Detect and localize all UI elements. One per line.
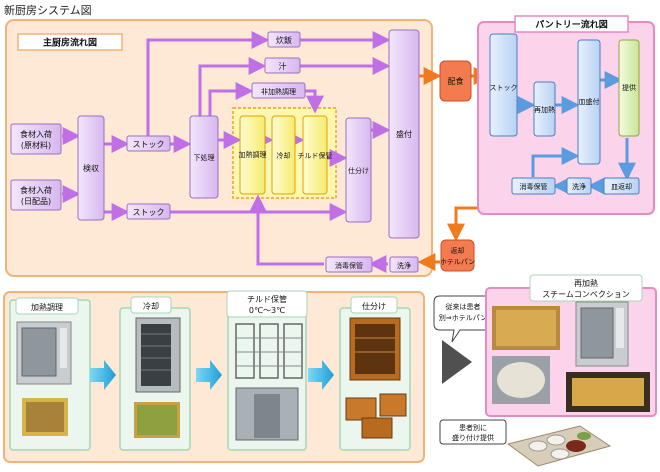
- reheated-food-photo-1: [492, 306, 560, 350]
- pantry-stock-label: ストック: [490, 84, 518, 92]
- pantry-tray-return-box: [603, 177, 640, 195]
- serving-label: 配食: [448, 76, 464, 86]
- pantry-reheat-box: [533, 81, 556, 137]
- patient-meal-tray-photo: [506, 425, 612, 467]
- prep-box: [189, 115, 219, 199]
- raw-ingredients-box: [10, 123, 62, 155]
- unheated-label: 非加熱調理: [261, 87, 296, 96]
- transition-arrow: [442, 340, 472, 384]
- heat-cook-label: 加熱調理: [239, 150, 267, 159]
- return-label-line1: 返却: [451, 246, 465, 255]
- main-kitchen-title: 主厨房流れ図: [43, 37, 97, 49]
- pantry-tray-return-label: 皿返却: [611, 182, 632, 191]
- pantry-reheat-label: 再加熱: [534, 105, 555, 114]
- flow-arrow-1: [90, 360, 116, 390]
- sorting-box: [345, 117, 372, 223]
- pantry-plating-box: [577, 39, 601, 165]
- steam-convection-oven-photo: [575, 301, 629, 367]
- daily-goods-line1: 食材入荷: [20, 185, 52, 195]
- washing-label-main: 洗浄: [397, 261, 411, 270]
- pantry-washing-label: 洗浄: [572, 182, 586, 191]
- page-title: 新厨房システム図: [4, 3, 92, 17]
- pantry-sanitize-label: 消毒保管: [520, 182, 548, 191]
- serving-node: [439, 60, 472, 102]
- cooked-food-photo-1: [22, 398, 68, 436]
- photo-heat-cook-title: 加熱調理: [31, 302, 63, 312]
- combi-oven-photo: [16, 321, 72, 385]
- daily-goods-line2: (日配品): [21, 197, 51, 206]
- photo-sorting-title-box: [350, 296, 398, 314]
- soup-label: 汁: [279, 61, 287, 71]
- chilled-label: チルド保管: [298, 151, 333, 160]
- raw-ingredients-line2: (原材料): [21, 140, 51, 150]
- inspection-box: [77, 115, 105, 221]
- storage-carts-photo: [235, 323, 303, 379]
- stock-label-2: ストック: [133, 208, 165, 217]
- return-node: [440, 239, 475, 272]
- cooling-label: 冷却: [277, 151, 291, 160]
- callout-line2: 別⇒ホテルパン: [439, 313, 487, 322]
- soup-box: [264, 57, 301, 74]
- photo-cooling-title: 冷却: [143, 301, 159, 311]
- inspection-label: 検収: [83, 163, 99, 173]
- photo-reheat-title-line1: 再加熱: [574, 278, 598, 288]
- stock-box-1: [126, 135, 171, 152]
- photo-cooling-title-box: [130, 296, 172, 314]
- pantry-washing-box: [566, 177, 592, 195]
- chilled-box: [302, 115, 328, 195]
- sanitize-box-main: [325, 256, 373, 273]
- rice-box: [267, 31, 301, 48]
- cooling-box: [271, 115, 296, 195]
- pantry-stock-box: [489, 33, 518, 137]
- photo-chilled-title-box: [226, 290, 308, 318]
- callout-line1: 従来は患者: [446, 302, 481, 311]
- rice-label: 炊飯: [276, 35, 292, 45]
- stock-label-1: ストック: [133, 140, 165, 149]
- unheated-box: [251, 82, 306, 99]
- main-kitchen-title-box: [17, 33, 123, 51]
- sorting-cabinet-photo: [349, 317, 401, 381]
- walk-in-chiller-photo: [235, 387, 299, 441]
- sorting-label: 仕分け: [348, 166, 369, 175]
- return-label-line2: ホテルパン: [440, 258, 475, 266]
- pantry-provide-box: [618, 39, 640, 137]
- pantry-provide-label: 提供: [622, 83, 636, 92]
- pantry-title: パントリー流れ図: [535, 19, 607, 31]
- prep-label: 下処理: [194, 153, 215, 162]
- pantry-sanitize-box: [511, 177, 556, 195]
- pantry-plating-label: 皿盛付: [579, 97, 600, 106]
- cooked-food-photo-2: [134, 402, 180, 438]
- photo-heat-cook-title-box: [15, 297, 79, 315]
- photo-chilled-title-line2: 0℃～3℃: [249, 306, 285, 315]
- daily-goods-box: [10, 179, 62, 211]
- sorting-trays-photo: [345, 393, 407, 439]
- flow-arrow-2: [196, 360, 222, 390]
- reheated-food-photo-3: [566, 372, 650, 412]
- raw-ingredients-line1: 食材入荷: [20, 129, 52, 139]
- plating-label: 盛付: [396, 129, 412, 139]
- blast-chiller-photo: [135, 317, 181, 393]
- sanitize-label-main: 消毒保管: [335, 261, 363, 270]
- photo-chilled-title-line1: チルド保管: [247, 294, 287, 304]
- photo-sorting-title: 仕分け: [362, 301, 386, 311]
- reheated-food-photo-2: [492, 356, 550, 404]
- photo-reheat-title-box: [529, 274, 643, 302]
- flow-arrow-3: [308, 360, 334, 390]
- pantry-title-box: [514, 15, 629, 33]
- photo-reheat-title-line2: スチームコンベクション: [542, 290, 630, 299]
- heat-cook-box: [239, 115, 266, 195]
- patient-plating-line1: 患者別に: [459, 423, 487, 432]
- stock-box-2: [126, 203, 171, 220]
- plating-box: [388, 29, 420, 239]
- patient-plating-bubble: [439, 419, 507, 445]
- patient-plating-line2: 盛り付け提供: [452, 433, 494, 442]
